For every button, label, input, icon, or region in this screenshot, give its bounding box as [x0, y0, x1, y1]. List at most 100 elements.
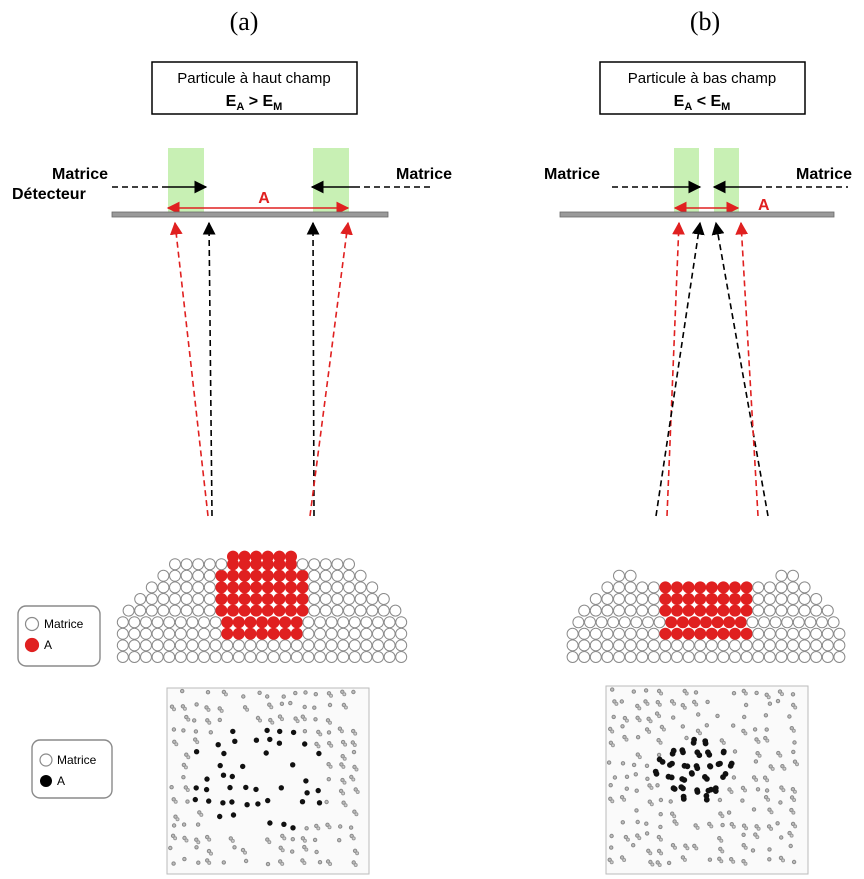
map-atom-matrix: [635, 819, 640, 825]
atom-a: [740, 581, 753, 594]
atom-matrix: [584, 616, 596, 629]
atom-matrix: [116, 639, 129, 652]
map-atom-a: [230, 728, 236, 735]
map-atom-matrix: [219, 708, 224, 713]
atom-matrix: [787, 639, 799, 652]
map-atom-matrix: [316, 744, 321, 749]
atom-matrix: [366, 581, 379, 594]
map-atom-matrix: [282, 836, 287, 841]
atom-matrix: [308, 604, 321, 617]
atom-matrix: [624, 651, 637, 663]
map-atom-matrix: [351, 689, 356, 695]
map-atom-matrix: [609, 860, 614, 865]
map-atom-matrix: [707, 857, 713, 862]
atom-matrix: [601, 593, 614, 605]
map-atom-a: [290, 729, 297, 736]
map-atom-matrix: [300, 714, 305, 719]
map-atom-a: [705, 787, 712, 794]
atom-matrix: [180, 569, 193, 582]
map-atom-matrix: [316, 729, 321, 735]
map-atom-matrix: [755, 787, 761, 792]
atom-matrix: [209, 651, 222, 663]
atom-matrix: [705, 639, 718, 652]
map-atom-matrix: [720, 822, 725, 828]
map-atom-matrix: [789, 807, 794, 813]
map-atom-matrix: [352, 848, 358, 853]
map-atom-matrix: [325, 718, 331, 723]
map-atom-matrix: [743, 861, 748, 866]
map-atom-matrix: [182, 856, 187, 862]
map-atom-matrix: [635, 735, 641, 740]
map-atom-a: [717, 760, 723, 767]
map-atom-matrix: [205, 834, 210, 840]
atom-matrix: [366, 604, 379, 617]
atom-matrix: [372, 639, 384, 652]
atom-matrix: [740, 639, 753, 652]
atom-matrix: [775, 569, 788, 582]
atom-a: [723, 616, 736, 629]
atom-matrix: [180, 604, 193, 617]
legend-map-a-swatch: [40, 775, 52, 787]
atom-a: [232, 616, 245, 629]
map-atom-matrix: [731, 775, 737, 780]
atom-matrix: [151, 627, 164, 640]
map-atom-matrix: [610, 799, 615, 804]
atom-matrix: [601, 651, 614, 663]
map-atom-matrix: [624, 774, 630, 779]
atom-matrix: [180, 581, 193, 594]
atom-matrix: [354, 569, 367, 582]
map-atom-a: [229, 773, 236, 780]
atom-matrix: [348, 651, 361, 663]
atom-matrix: [624, 581, 637, 594]
map-atom-a: [653, 770, 660, 777]
map-atom-matrix: [729, 857, 734, 862]
atom-matrix: [290, 639, 303, 652]
map-atom-matrix: [349, 774, 354, 780]
atom-matrix: [821, 651, 834, 663]
map-atom-matrix: [671, 715, 676, 720]
map-atom-matrix: [182, 835, 187, 841]
atom-matrix: [647, 651, 660, 663]
map-atom-matrix: [180, 704, 186, 709]
map-atom-matrix: [726, 810, 732, 815]
atom-matrix: [613, 627, 625, 640]
atom-matrix: [163, 651, 176, 663]
map-atom-a: [678, 784, 685, 790]
map-atom-matrix: [351, 860, 356, 865]
atom-matrix: [169, 558, 181, 571]
map-atom-matrix: [341, 791, 346, 796]
map-atom-a: [220, 800, 226, 806]
atom-matrix: [198, 651, 210, 663]
map-atom-matrix: [692, 843, 697, 849]
map-atom-matrix: [205, 718, 210, 723]
map-atom-matrix: [181, 728, 186, 733]
map-atom-matrix: [657, 714, 662, 719]
atom-a: [221, 627, 234, 640]
map-atom-matrix: [631, 762, 637, 768]
atom-matrix: [798, 627, 811, 640]
atom-matrix: [775, 651, 788, 663]
map-atom-a: [705, 749, 711, 756]
map-atom-matrix: [184, 752, 189, 757]
atom-a: [273, 593, 286, 605]
atom-matrix: [694, 639, 707, 652]
panel-b-matrice-right-label: Matrice: [796, 166, 852, 183]
map-atom-matrix: [650, 862, 655, 867]
atom-matrix: [331, 569, 344, 582]
atom-a: [285, 604, 297, 617]
atom-matrix: [256, 639, 268, 652]
atom-a: [250, 550, 263, 563]
atom-a: [290, 616, 303, 629]
atom-matrix: [232, 651, 245, 663]
map-atom-matrix: [763, 735, 768, 741]
panel-b-band-right: [714, 148, 739, 214]
atom-matrix: [157, 581, 170, 594]
atom-matrix: [395, 651, 408, 663]
map-atom-matrix: [680, 855, 686, 860]
map-atom-matrix: [705, 699, 710, 705]
legend-map-matrix-label: Matrice: [57, 753, 97, 767]
atom-matrix: [244, 639, 257, 652]
atom-matrix: [244, 651, 257, 663]
map-atom-matrix: [313, 717, 318, 722]
map-atom-matrix: [169, 704, 175, 709]
